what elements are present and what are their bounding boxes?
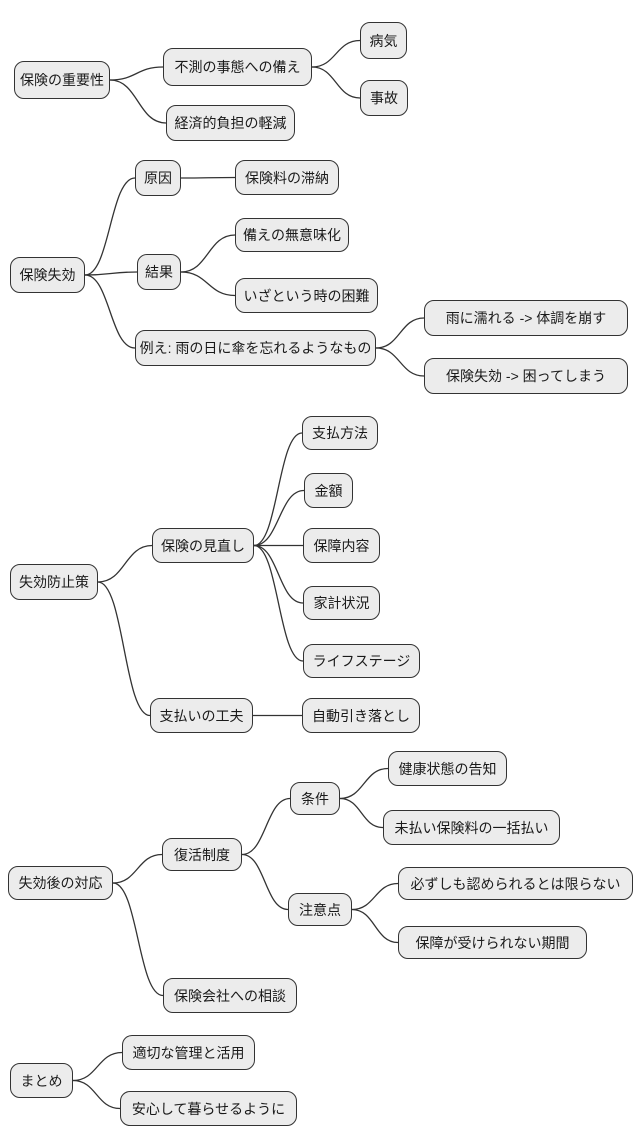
node-no-coverage-period: 保障が受けられない期間 — [398, 926, 587, 959]
edge-connector — [112, 853, 163, 884]
edge-connector — [84, 271, 138, 276]
edge-connector — [241, 797, 291, 856]
node-cause: 原因 — [135, 160, 181, 196]
node-not-always-approved: 必ずしも認められるとは限らない — [398, 867, 633, 900]
node-health-disclosure: 健康状態の告知 — [388, 751, 507, 786]
node-premium-delinquency: 保険料の滞納 — [235, 160, 339, 195]
node-lump-sum-unpaid-premiums: 未払い保険料の一括払い — [383, 810, 560, 845]
edge-connector — [311, 66, 361, 99]
edge-connector — [253, 544, 304, 662]
edge-connector — [180, 176, 236, 179]
node-live-with-peace-of-mind: 安心して暮らせるように — [120, 1091, 297, 1126]
edge-connector — [339, 797, 384, 829]
edge-connector — [375, 347, 425, 377]
node-payment-method: 支払方法 — [302, 416, 378, 450]
edge-connector — [180, 234, 236, 273]
edge-connector — [351, 882, 399, 911]
edge-connector — [253, 544, 304, 604]
node-consult-insurer: 保険会社への相談 — [163, 978, 297, 1013]
edge-connector — [375, 317, 425, 349]
edge-connector — [84, 274, 136, 349]
node-payment-ingenuity: 支払いの工夫 — [150, 698, 253, 733]
node-unforeseen-preparation: 不測の事態への備え — [163, 48, 312, 86]
edge-connector — [72, 1051, 123, 1082]
node-conditions: 条件 — [290, 782, 340, 815]
node-insurance-lapse: 保険失効 — [10, 257, 85, 293]
node-preparation-meaningless: 備えの無意味化 — [235, 218, 349, 252]
node-insurance-review: 保険の見直し — [152, 528, 254, 563]
node-result: 結果 — [137, 254, 181, 290]
node-reinstatement-system: 復活制度 — [162, 838, 242, 871]
node-difficulty-when-needed: いざという時の困難 — [235, 278, 378, 313]
node-analogy-forgot-umbrella: 例え: 雨の日に傘を忘れるようなもの — [135, 330, 376, 366]
node-insurance-importance: 保険の重要性 — [14, 61, 110, 99]
edge-connector — [253, 489, 305, 547]
edge-connector — [72, 1079, 121, 1110]
edge-connector — [84, 177, 136, 276]
edge-connector — [339, 767, 389, 800]
node-get-wet-sick: 雨に濡れる -> 体調を崩す — [424, 300, 628, 336]
edge-connector — [97, 544, 153, 583]
edge-connector — [112, 882, 164, 997]
edge-connector — [241, 853, 289, 911]
node-amount: 金額 — [304, 473, 353, 508]
edge-connector — [311, 39, 361, 68]
node-summary: まとめ — [10, 1063, 73, 1098]
edge-connector — [109, 79, 167, 124]
node-lapse-trouble: 保険失効 -> 困ってしまう — [424, 358, 628, 394]
edge-connector — [97, 581, 151, 717]
node-illness: 病気 — [360, 22, 407, 59]
edge-connector — [109, 66, 164, 81]
node-economic-burden-reduction: 経済的負担の軽減 — [166, 105, 295, 141]
node-life-stage: ライフステージ — [303, 644, 420, 678]
edge-connector — [253, 432, 303, 547]
edge-connector — [180, 271, 236, 297]
edge-connector — [351, 908, 399, 944]
node-household-finances: 家計状況 — [303, 586, 380, 620]
node-coverage-details: 保障内容 — [303, 528, 380, 563]
node-post-lapse-response: 失効後の対応 — [8, 866, 113, 900]
node-proper-management: 適切な管理と活用 — [122, 1035, 255, 1070]
node-accident: 事故 — [360, 80, 408, 116]
node-cautions: 注意点 — [288, 893, 352, 926]
node-lapse-prevention: 失効防止策 — [10, 564, 98, 600]
node-automatic-debit: 自動引き落とし — [302, 698, 420, 733]
